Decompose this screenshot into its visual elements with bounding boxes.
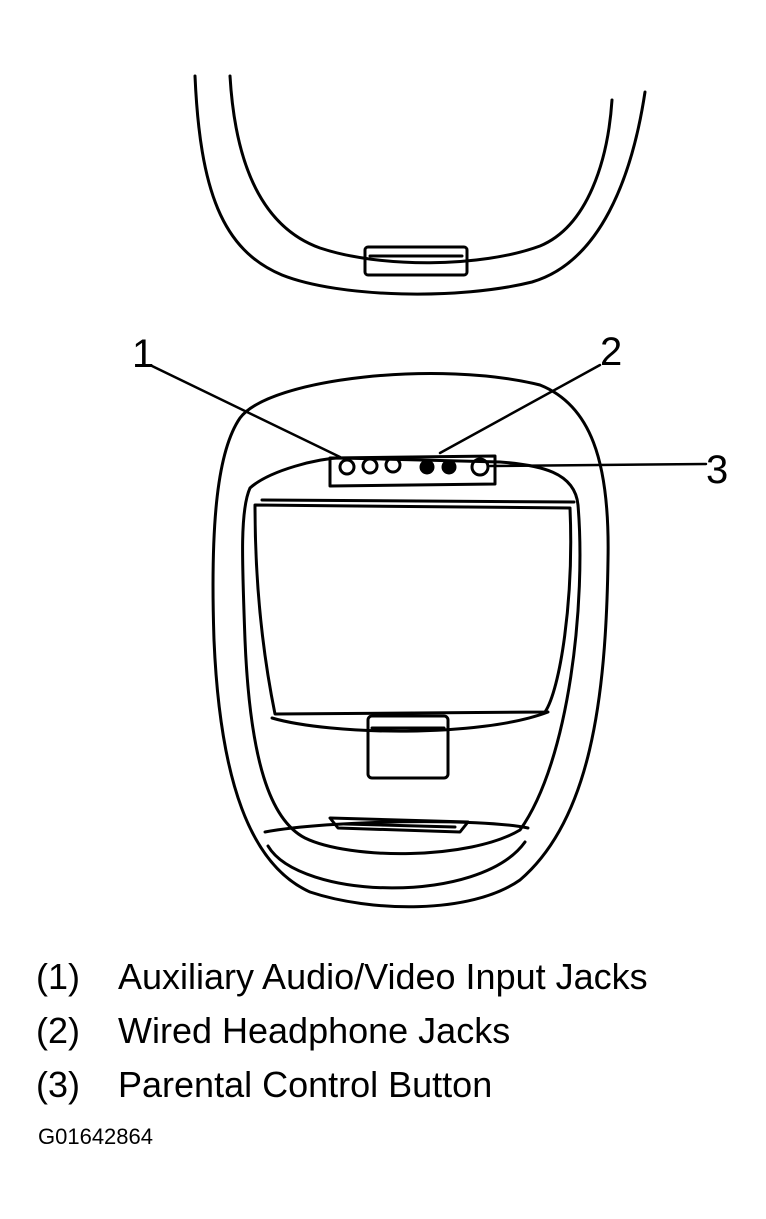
callout-3: 3 [706, 448, 729, 492]
leader-lines [150, 363, 708, 468]
legend-text: Auxiliary Audio/Video Input Jacks [118, 956, 648, 997]
aux-jack-3 [384, 456, 402, 474]
jack-panel [328, 454, 497, 488]
parental-control-button-graphic [470, 457, 490, 477]
headphone-jack-1 [419, 459, 435, 475]
legend: (1) Auxiliary Audio/Video Input Jacks (2… [36, 950, 648, 1112]
callout-2: 2 [600, 330, 623, 374]
legend-item: (1) Auxiliary Audio/Video Input Jacks [36, 950, 648, 1004]
legend-text: Wired Headphone Jacks [118, 1010, 511, 1051]
aux-jack-1 [338, 458, 356, 476]
leader-line-2 [438, 363, 602, 455]
legend-key: (2) [36, 1010, 80, 1051]
upper-latch [363, 245, 469, 277]
upper-housing [193, 74, 647, 296]
screen-latch [366, 714, 450, 780]
legend-item: (3) Parental Control Button [36, 1058, 648, 1112]
legend-key: (1) [36, 956, 80, 997]
callout-1: 1 [132, 332, 155, 376]
overhead-console-diagram [150, 74, 708, 909]
leader-line-1 [150, 364, 342, 459]
figure-id: G01642864 [38, 1124, 153, 1149]
headphone-jack-2 [441, 459, 457, 475]
legend-text: Parental Control Button [118, 1064, 493, 1105]
legend-item: (2) Wired Headphone Jacks [36, 1004, 648, 1058]
console-body [211, 372, 610, 909]
legend-key: (3) [36, 1064, 80, 1105]
aux-jack-2 [361, 457, 379, 475]
leader-line-3 [488, 462, 708, 468]
